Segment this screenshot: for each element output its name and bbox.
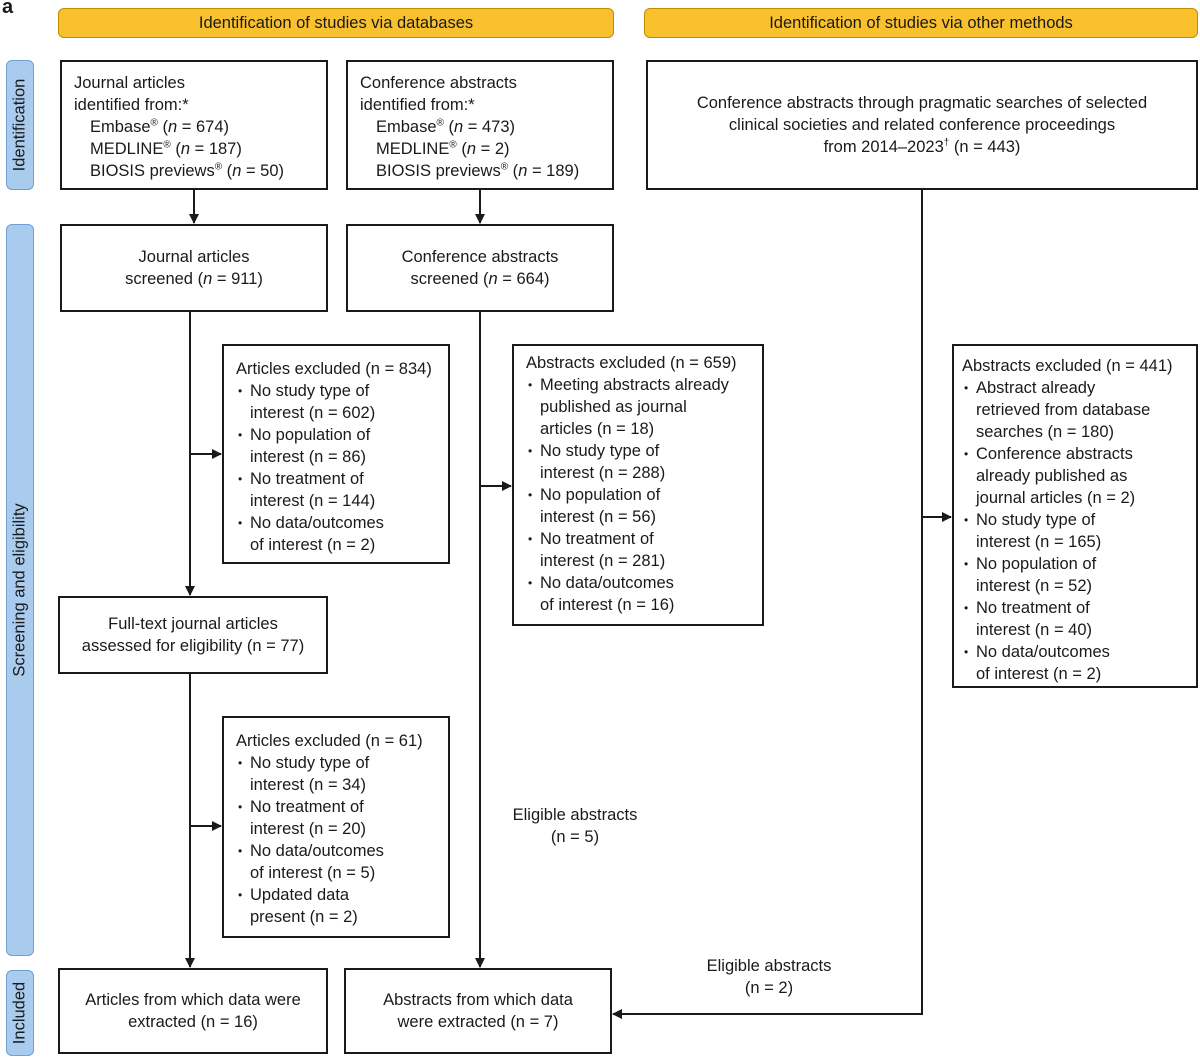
articles-excluded-1-list: No study type of interest (n = 602) No p… (236, 380, 442, 556)
abstracts-excluded-db-title: Abstracts excluded (n = 659) (526, 354, 737, 372)
list-item: No data/outcomes of interest (n = 16) (526, 572, 756, 616)
other-identified-line-3: from 2014–2023† (n = 443) (823, 137, 1021, 156)
abstracts-excluded-db-box: Abstracts excluded (n = 659) Meeting abs… (512, 344, 764, 626)
list-item: No study type of interest (n = 288) (526, 440, 756, 484)
abstracts-extracted-box: Abstracts from which data were extracted… (344, 968, 612, 1054)
fulltext-line-1: Full-text journal articles (108, 615, 278, 633)
list-item: No data/outcomes of interest (n = 2) (962, 641, 1190, 685)
eligible-abstracts-db-label: Eligible abstracts (n = 5) (490, 804, 660, 848)
conference-abstracts-screened-box: Conference abstracts screened (n = 664) (346, 224, 614, 312)
list-item: No data/outcomes of interest (n = 2) (236, 512, 442, 556)
articles-excluded-1-title: Articles excluded (n = 834) (236, 360, 432, 378)
conference-source-biosis: BIOSIS previews® (n = 189) (376, 161, 580, 180)
list-item: Meeting abstracts already published as j… (526, 374, 756, 440)
journal-screened-line-1: Journal articles (138, 248, 250, 266)
phase-included: Included (6, 970, 34, 1056)
list-item: No treatment of interest (n = 144) (236, 468, 442, 512)
articles-extracted-line-1: Articles from which data were (85, 991, 301, 1009)
abstracts-excluded-other-title: Abstracts excluded (n = 441) (962, 357, 1173, 375)
articles-extracted-line-2: extracted (n = 16) (128, 1013, 258, 1031)
list-item: No study type of interest (n = 34) (236, 752, 442, 796)
fulltext-assessed-box: Full-text journal articles assessed for … (58, 596, 328, 674)
fulltext-line-2: assessed for eligibility (n = 77) (81, 637, 305, 655)
eligible-abstracts-other-label: Eligible abstracts (n = 2) (684, 955, 854, 999)
panel-label: a (2, 0, 14, 18)
list-item: Updated data present (n = 2) (236, 884, 442, 928)
journal-screened-line-2: screened (n = 911) (125, 270, 263, 288)
eligible-db-line-2: (n = 5) (550, 828, 600, 846)
journal-source-biosis: BIOSIS previews® (n = 50) (90, 161, 285, 180)
journal-source-medline: MEDLINE® (n = 187) (90, 139, 242, 158)
articles-excluded-box-1: Articles excluded (n = 834) No study typ… (222, 344, 450, 564)
list-item: No treatment of interest (n = 281) (526, 528, 756, 572)
list-item: No data/outcomes of interest (n = 5) (236, 840, 442, 884)
other-methods-identified-box: Conference abstracts through pragmatic s… (646, 60, 1198, 190)
articles-excluded-2-list: No study type of interest (n = 34) No tr… (236, 752, 442, 928)
conference-source-embase: Embase® (n = 473) (376, 117, 516, 136)
eligible-other-line-1: Eligible abstracts (706, 957, 832, 975)
eligible-other-line-2: (n = 2) (744, 979, 794, 997)
journal-identified-title-2: identified from:* (74, 96, 189, 114)
conference-identified-title-1: Conference abstracts (360, 74, 517, 92)
journal-articles-identified-box: Journal articles identified from:* Embas… (60, 60, 328, 190)
list-item: No population of interest (n = 52) (962, 553, 1190, 597)
list-item: No population of interest (n = 86) (236, 424, 442, 468)
list-item: No population of interest (n = 56) (526, 484, 756, 528)
other-identified-line-1: Conference abstracts through pragmatic s… (696, 94, 1148, 112)
arrow-other-to-abstracts-extracted (612, 190, 923, 1019)
header-databases: Identification of studies via databases (58, 8, 614, 38)
conference-identified-title-2: identified from:* (360, 96, 475, 114)
articles-extracted-box: Articles from which data were extracted … (58, 968, 328, 1054)
abstracts-excluded-other-box: Abstracts excluded (n = 441) Abstract al… (952, 344, 1198, 688)
list-item: Abstract already retrieved from database… (962, 377, 1190, 443)
list-item: No study type of interest (n = 602) (236, 380, 442, 424)
abstracts-extracted-line-2: were extracted (n = 7) (397, 1013, 559, 1031)
articles-excluded-2-title: Articles excluded (n = 61) (236, 732, 423, 750)
list-item: No treatment of interest (n = 20) (236, 796, 442, 840)
conference-screened-line-1: Conference abstracts (401, 248, 559, 266)
journal-source-embase: Embase® (n = 674) (90, 117, 230, 136)
conference-screened-line-2: screened (n = 664) (410, 270, 550, 288)
other-identified-line-2: clinical societies and related conferenc… (728, 116, 1116, 134)
list-item: Conference abstracts already published a… (962, 443, 1190, 509)
conference-source-medline: MEDLINE® (n = 2) (376, 139, 510, 158)
eligible-db-line-1: Eligible abstracts (512, 806, 638, 824)
conference-abstracts-identified-box: Conference abstracts identified from:* E… (346, 60, 614, 190)
phase-screening: Screening and eligibility (6, 224, 34, 956)
articles-excluded-box-2: Articles excluded (n = 61) No study type… (222, 716, 450, 938)
abstracts-excluded-db-list: Meeting abstracts already published as j… (526, 374, 756, 616)
phase-identification: Identification (6, 60, 34, 190)
header-other-methods: Identification of studies via other meth… (644, 8, 1198, 38)
abstracts-excluded-other-list: Abstract already retrieved from database… (962, 377, 1190, 685)
list-item: No treatment of interest (n = 40) (962, 597, 1190, 641)
journal-identified-title-1: Journal articles (74, 74, 185, 92)
list-item: No study type of interest (n = 165) (962, 509, 1190, 553)
abstracts-extracted-line-1: Abstracts from which data (383, 991, 573, 1009)
journal-articles-screened-box: Journal articles screened (n = 911) (60, 224, 328, 312)
